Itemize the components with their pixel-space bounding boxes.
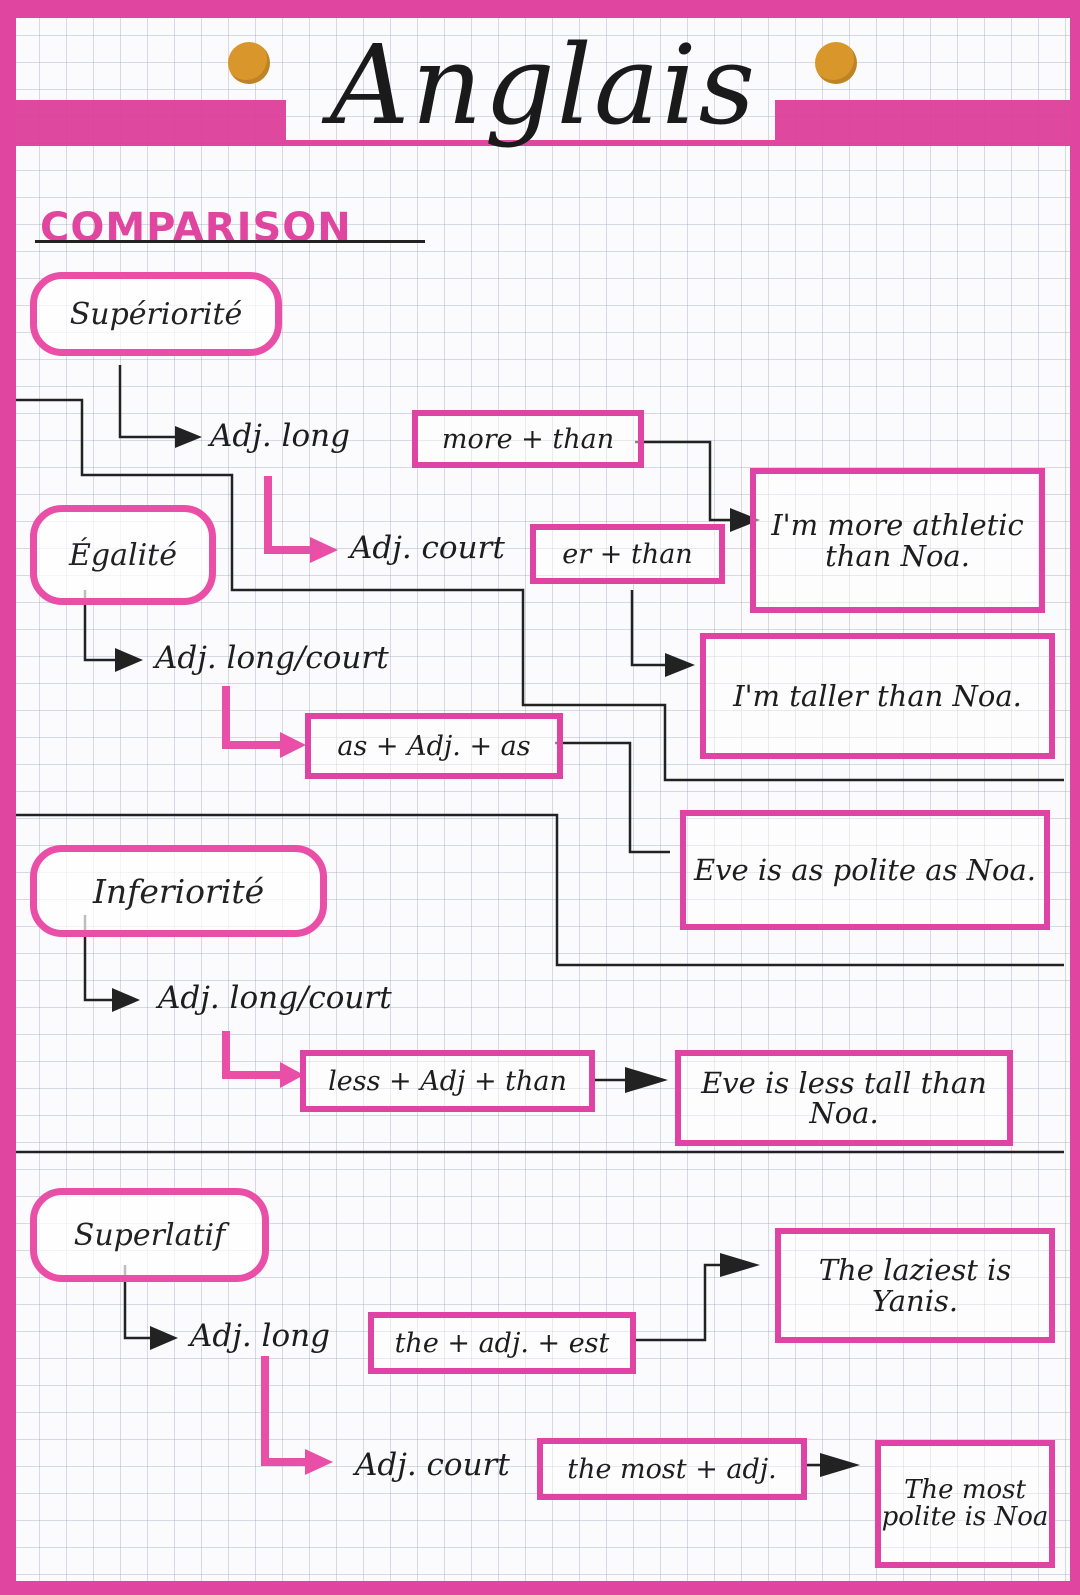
superlative-short-example-text: The most polite is Noa <box>881 1474 1049 1532</box>
superiority-long-rule: more + than <box>412 410 644 468</box>
title-ribbon-right <box>775 100 1070 140</box>
superiority-short-rule: er + than <box>530 524 725 584</box>
superlative-short-rule: the most + adj. <box>537 1438 807 1500</box>
superlative-label: Superlatif <box>30 1188 269 1282</box>
inferiority-example: Eve is less tall than Noa. <box>675 1050 1013 1146</box>
inferiority-rule: less + Adj + than <box>300 1050 595 1112</box>
superiority-short-adj-label: Adj. court <box>350 530 505 566</box>
superiority-long-adj-label: Adj. long <box>210 418 350 454</box>
superlative-long-adj-label: Adj. long <box>190 1318 330 1354</box>
binder-hole-right <box>815 42 857 84</box>
superiority-short-example: I'm taller than Noa. <box>700 633 1055 759</box>
superiority-label: Supériorité <box>30 272 282 356</box>
page-title: Anglais <box>330 21 758 149</box>
page-border-left <box>0 0 16 1595</box>
equality-example-text: Eve is as polite as Noa. <box>693 852 1037 887</box>
superiority-short-example-text: I'm taller than Noa. <box>733 678 1022 713</box>
equality-example: Eve is as polite as Noa. <box>680 810 1050 930</box>
binder-hole-left <box>228 42 270 84</box>
superlative-long-example: The laziest is Yanis. <box>775 1228 1055 1343</box>
inferiority-adj-label: Adj. long/court <box>158 980 392 1016</box>
header-rule <box>16 140 1070 146</box>
equality-adj-label: Adj. long/court <box>155 640 389 676</box>
superlative-short-adj-label: Adj. court <box>355 1447 510 1483</box>
equality-label: Égalité <box>30 505 216 605</box>
equality-rule: as + Adj. + as <box>305 713 563 779</box>
page-border-bottom <box>0 1581 1080 1595</box>
superiority-long-example: I'm more athletic than Noa. <box>750 468 1045 613</box>
superiority-long-example-text: I'm more athletic than Noa. <box>771 508 1024 573</box>
superlative-short-example: The most polite is Noa <box>875 1440 1055 1568</box>
section-heading: COMPARISON <box>40 205 352 251</box>
heading-underline <box>35 240 425 243</box>
title-ribbon-left <box>16 100 286 140</box>
superlative-long-rule: the + adj. + est <box>368 1312 636 1374</box>
superlative-long-example-text: The laziest is Yanis. <box>818 1253 1012 1318</box>
inferiority-example-text: Eve is less tall than Noa. <box>701 1065 987 1130</box>
page-border-right <box>1070 0 1080 1595</box>
inferiority-label: Inferiorité <box>30 845 327 937</box>
page-border-top <box>0 0 1080 18</box>
